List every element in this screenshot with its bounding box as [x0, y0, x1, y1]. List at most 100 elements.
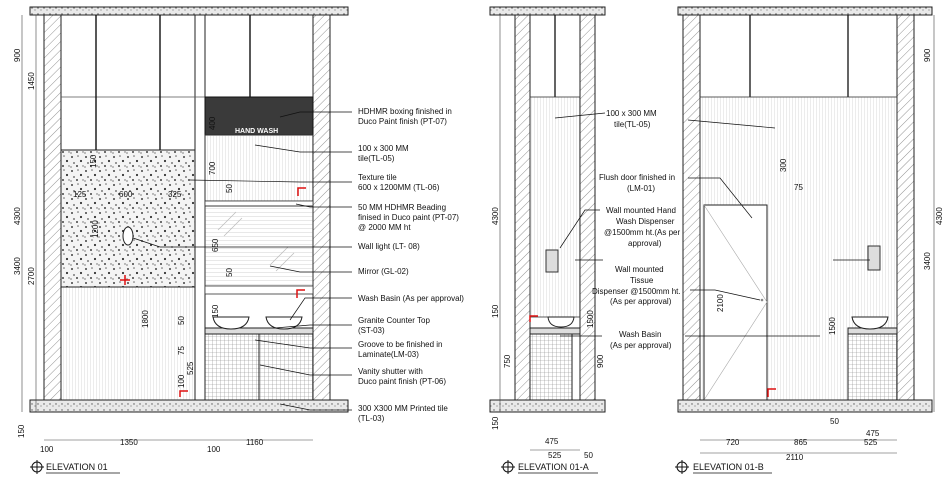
wash-basin-left — [212, 316, 250, 330]
dim-900: 900 — [13, 48, 22, 62]
mirror — [204, 205, 314, 287]
texture-tile-panel — [60, 149, 196, 288]
dim-1450: 1450 — [27, 72, 36, 90]
note-line: 50 MM HDHMR Beading — [358, 203, 446, 212]
elevation-01-b-title: ELEVATION 01-B — [693, 462, 764, 472]
dim-150-inner: 150 — [211, 304, 220, 318]
dim-525: 525 — [186, 361, 195, 375]
vanity-a — [529, 333, 573, 401]
dim-b-50: 50 — [830, 417, 839, 426]
middle-notes: 100 x 300 MM tile(TL-05) Flush door fini… — [592, 109, 681, 350]
tissue-dispenser — [867, 245, 881, 271]
note-line: Flush door finished in — [599, 173, 675, 182]
dim-3400: 3400 — [13, 257, 22, 275]
elevation-01-title: ELEVATION 01 — [46, 462, 108, 472]
hand-wash-box — [204, 96, 314, 136]
elevation-01-notes: HDHMR boxing finished in Duco Paint fini… — [358, 107, 464, 423]
note-line: Vanity shutter with — [358, 367, 423, 376]
dim-b-300: 300 — [779, 158, 788, 172]
dim-a-50: 50 — [584, 451, 593, 460]
dim-1200: 1200 — [91, 220, 100, 238]
wall-a — [514, 14, 531, 413]
hand-wash-tag: HAND WASH — [235, 128, 278, 135]
dim-b-1500: 1500 — [828, 317, 837, 335]
note-line: (ST-03) — [358, 326, 385, 335]
dim-b-2110: 2110 — [786, 453, 804, 462]
note-line: Wash Basin — [619, 330, 661, 339]
note-line: 100 x 300 MM — [358, 144, 409, 153]
wall-c — [682, 14, 701, 413]
wall-b — [579, 14, 596, 413]
counter-top — [204, 327, 314, 335]
left-wall — [43, 14, 62, 413]
dim-b-865: 865 — [794, 438, 808, 447]
elevation-01-b: 900 3400 4300 300 75 2100 1500 50 475 72… — [675, 6, 942, 474]
note-line: Granite Counter Top — [358, 316, 430, 325]
wall-light — [122, 226, 134, 246]
dim-100: 100 — [177, 374, 186, 388]
dim-a-1500: 1500 — [586, 310, 595, 328]
note-line: (As per approval) — [610, 297, 672, 306]
dim-700: 700 — [208, 161, 217, 175]
dispenser — [545, 249, 559, 273]
vanity-b — [847, 333, 898, 401]
dim-a-750: 750 — [503, 354, 512, 368]
dim-100-mid: 100 — [207, 445, 221, 454]
dim-50-c: 50 — [177, 316, 186, 325]
dim-b-75: 75 — [794, 183, 803, 192]
note-line: Wash Dispenser — [616, 217, 675, 226]
elevation-01: HAND WASH 900 1450 4300 — [13, 6, 349, 474]
dim-325: 325 — [168, 190, 182, 199]
dim-a-4300: 4300 — [491, 207, 500, 225]
dim-b-2100: 2100 — [716, 294, 725, 312]
note-line: Wall mounted Hand — [606, 206, 676, 215]
dim-4300: 4300 — [13, 207, 22, 225]
floor — [29, 399, 349, 413]
note-line: Texture tile — [358, 173, 397, 182]
ceiling-slab — [29, 6, 349, 16]
lower-tile-panel — [60, 286, 196, 401]
dim-50-b: 50 — [225, 268, 234, 277]
dim-125: 125 — [73, 190, 87, 199]
note-line: Dispenser @1500mm ht. — [592, 287, 681, 296]
dim-a-150-b: 150 — [491, 416, 500, 430]
note-line: Wash Basin (As per approval) — [358, 294, 464, 303]
note-line: 300 X300 MM Printed tile — [358, 404, 448, 413]
dim-100-left: 100 — [40, 445, 54, 454]
note-line: finised in Duco paint (PT-07) — [358, 213, 459, 222]
dim-75: 75 — [177, 346, 186, 355]
dim-400: 400 — [208, 116, 217, 130]
wall-d — [896, 14, 915, 413]
note-line: Mirror (GL-02) — [358, 267, 409, 276]
tile-zone — [529, 96, 581, 318]
note-line: tile(TL-05) — [614, 120, 651, 129]
dim-150: 150 — [17, 424, 26, 438]
note-line: Tissue — [630, 276, 654, 285]
note-line: Wall light (LT- 08) — [358, 242, 420, 251]
dim-600: 600 — [119, 190, 133, 199]
dim-a-900: 900 — [596, 354, 605, 368]
dim-1800: 1800 — [141, 310, 150, 328]
note-line: Laminate(LM-03) — [358, 350, 419, 359]
dim-2700: 2700 — [27, 267, 36, 285]
dim-1350: 1350 — [120, 438, 138, 447]
wash-basin-right — [265, 316, 303, 330]
dim-1160: 1160 — [246, 438, 264, 447]
note-line: Groove to be finished in — [358, 340, 443, 349]
dim-b-525: 525 — [864, 438, 878, 447]
note-line: HDHMR boxing finished in — [358, 107, 452, 116]
dim-b-720: 720 — [726, 438, 740, 447]
flush-door — [703, 204, 768, 401]
tile-zone-upper — [204, 134, 314, 202]
dim-150-top: 150 — [89, 154, 98, 168]
dim-50-a: 50 — [225, 184, 234, 193]
note-line: 600 x 1200MM (TL-06) — [358, 183, 440, 192]
elevation-01-a: 4300 150 750 150 1500 900 475 525 50 ELE… — [489, 6, 606, 474]
note-line: 100 x 300 MM — [606, 109, 657, 118]
dim-650: 650 — [211, 238, 220, 252]
dim-a-525: 525 — [548, 451, 562, 460]
right-wall — [312, 14, 331, 413]
note-line: (LM-01) — [627, 184, 655, 193]
note-line: @ 2000 MM ht — [358, 223, 411, 232]
